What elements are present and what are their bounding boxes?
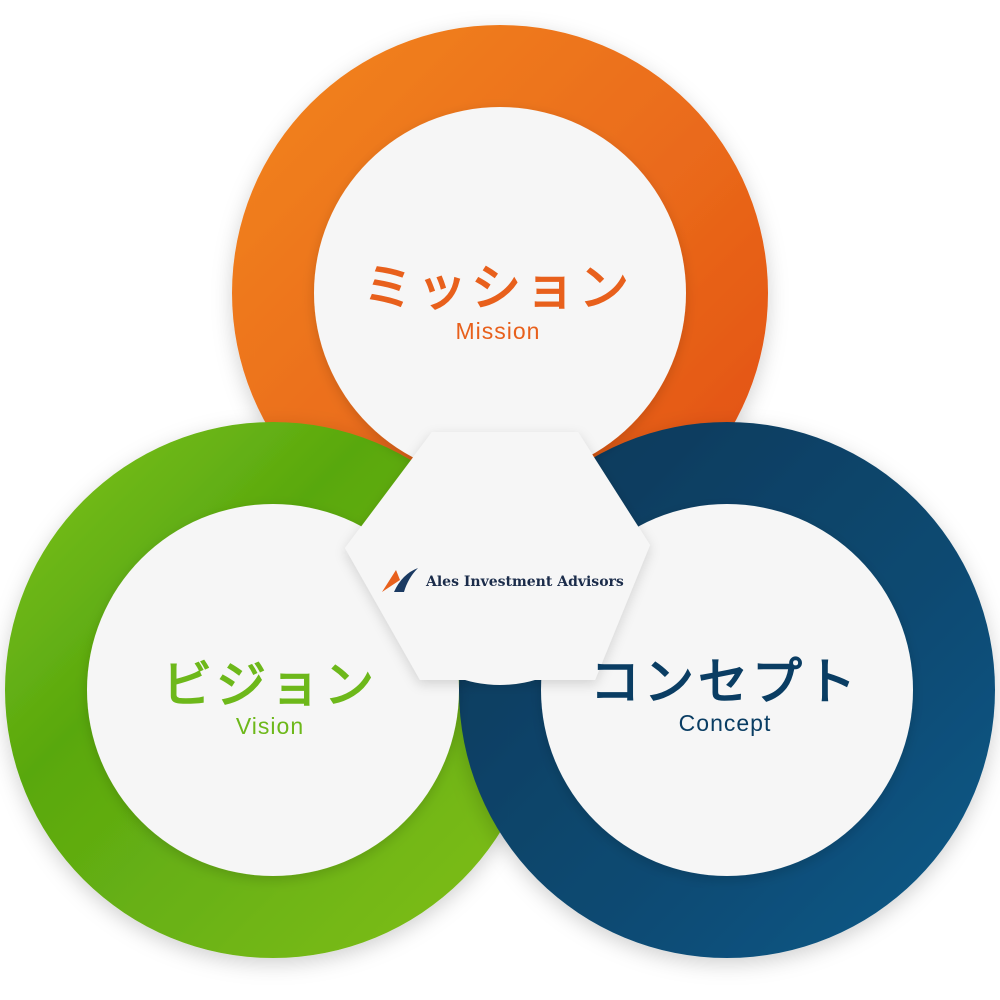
logo-text: Ales Investment Advisors [426,574,624,590]
mission-subtitle: Mission [455,318,541,344]
company-logo: Ales Investment Advisors [380,566,624,598]
concept-inner [541,504,913,876]
concept-title: コンセプト [590,653,860,711]
center-fill [375,435,625,685]
mission-inner [314,107,686,479]
vision-inner [87,504,459,876]
concept-subtitle: Concept [678,710,772,736]
mission-title: ミッション [363,259,633,317]
sail-logo-icon [380,566,420,598]
vision-title: ビジョン [162,656,378,714]
vision-subtitle: Vision [235,713,305,739]
